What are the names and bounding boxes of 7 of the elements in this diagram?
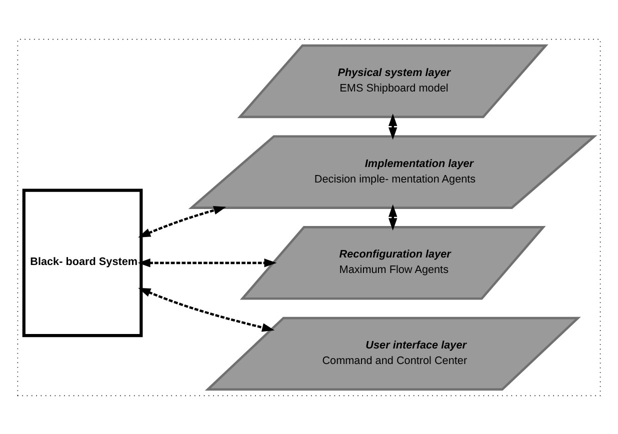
node-box: Black- board System [22, 188, 143, 337]
arrow [138, 287, 275, 332]
arrow [138, 206, 226, 237]
arrow [388, 113, 398, 140]
arrow [138, 258, 277, 267]
cluster [17, 38, 601, 396]
arrow [388, 204, 398, 230]
